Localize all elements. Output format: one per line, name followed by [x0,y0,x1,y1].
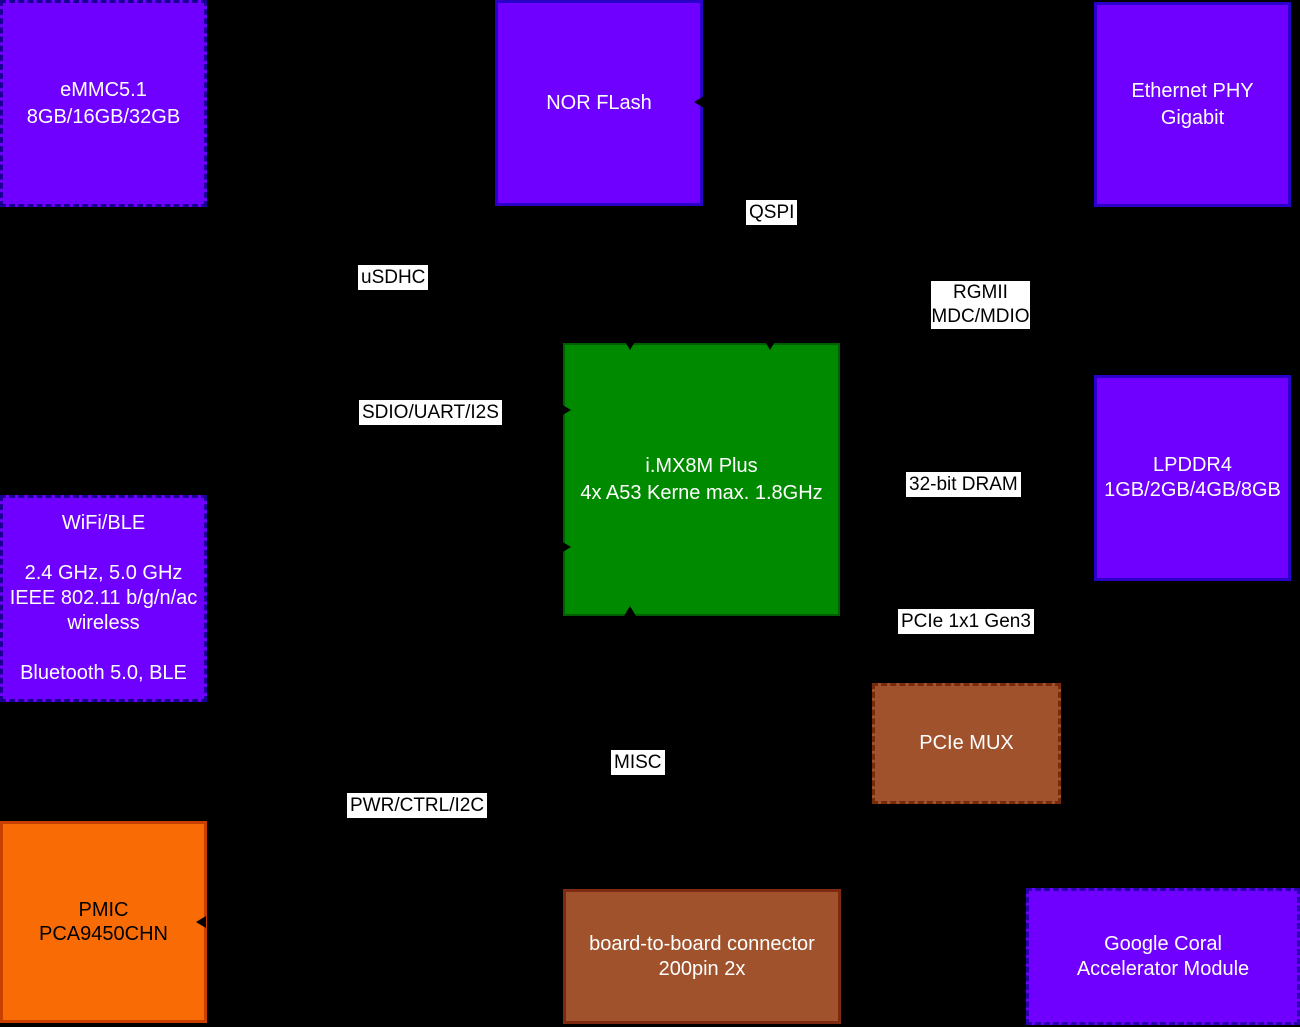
connector-arrowhead-icon [764,340,776,350]
bus-label-qspi: QSPI [746,200,798,225]
block-label: 2.4 GHz, 5.0 GHz [24,562,183,584]
block-label: 200pin 2x [658,957,746,980]
block-board-to-board-connector: board-to-board connector 200pin 2x [563,889,841,1024]
bus-label-32bit-dram: 32-bit DRAM [906,472,1021,497]
block-ethernet-phy: Ethernet PHY Gigabit [1094,2,1291,207]
connector-arrowhead-icon [561,541,571,553]
block-label: IEEE 802.11 b/g/n/ac [9,587,198,609]
connector-arrowhead-icon [624,606,636,616]
block-label: eMMC5.1 [60,78,147,101]
block-label: PCIe MUX [919,732,1014,754]
block-label: Google Coral [1104,932,1222,955]
bus-label-pcie-1x1-gen3: PCIe 1x1 Gen3 [898,609,1034,634]
block-label: Bluetooth 5.0, BLE [20,662,187,684]
connector-arrowhead-icon [694,96,704,108]
block-emmc: eMMC5.1 8GB/16GB/32GB [0,0,207,207]
block-pcie-mux: PCIe MUX [872,683,1061,804]
block-label: Accelerator Module [1076,957,1250,980]
block-label: LPDDR4 [1153,454,1232,476]
block-lpddr4: LPDDR4 1GB/2GB/4GB/8GB [1094,375,1291,581]
block-label: i.MX8M Plus [645,454,758,477]
block-pmic: PMIC PCA9450CHN [0,821,207,1023]
block-label: Gigabit [1160,106,1225,129]
block-label: 8GB/16GB/32GB [26,105,181,128]
block-label: PCA9450CHN [39,923,168,945]
block-wifi-ble: WiFi/BLE 2.4 GHz, 5.0 GHz IEEE 802.11 b/… [0,495,207,702]
block-label: PMIC [78,899,129,921]
block-label: 4x A53 Kerne max. 1.8GHz [580,481,823,504]
bus-label-misc: MISC [611,750,665,775]
connector-arrowhead-icon [624,340,636,350]
block-soc-imx8m-plus: i.MX8M Plus 4x A53 Kerne max. 1.8GHz [563,343,840,616]
block-label: board-to-board connector [589,932,815,955]
connector-arrowhead-icon [561,404,571,416]
block-google-coral: Google Coral Accelerator Module [1026,888,1300,1025]
block-label: WiFi/BLE [61,512,146,534]
bus-label-usdhc: uSDHC [358,265,429,290]
bus-label-pwr-ctrl-i2c: PWR/CTRL/I2C [347,793,488,818]
bus-label-line: MDC/MDIO [931,306,1030,327]
block-label: Ethernet PHY [1131,79,1254,102]
block-nor-flash: NOR FLash [495,0,703,206]
block-label: NOR FLash [546,91,652,114]
block-label: wireless [67,612,140,634]
block-label: 1GB/2GB/4GB/8GB [1104,479,1281,501]
bus-label-rgmii: RGMII MDC/MDIO [931,281,1030,329]
bus-label-sdio-uart-i2s: SDIO/UART/I2S [359,400,502,425]
bus-label-line: RGMII [953,282,1008,303]
connector-arrowhead-icon [196,916,206,928]
